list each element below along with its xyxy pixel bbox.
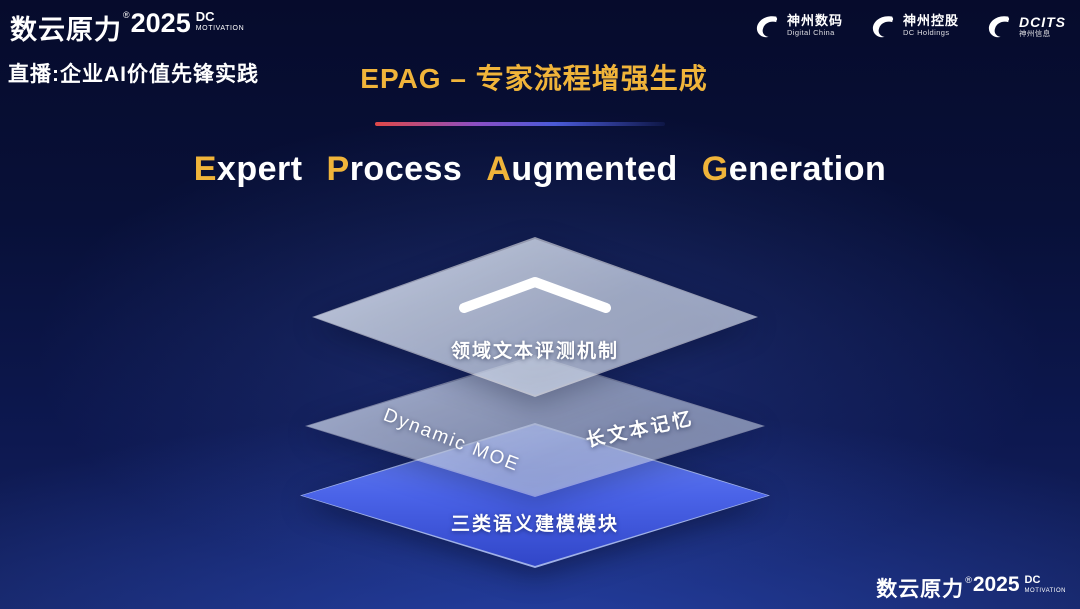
heading-word: Augmented — [486, 150, 678, 188]
chevron-up-icon — [459, 277, 611, 313]
brand-dc-block: DC MOTIVATION — [196, 10, 245, 32]
brand-year: 2025 — [130, 8, 191, 38]
brand-motivation: MOTIVATION — [195, 25, 245, 32]
heading-accent-letter: A — [486, 150, 512, 188]
heading-word-rest: eneration — [728, 150, 887, 188]
brand-logo-bottom-right: 数云原力®2025 DC MOTIVATION — [876, 573, 1066, 603]
heading-accent-letter: E — [193, 150, 217, 188]
top-layer-label: 领域文本评测机制 — [450, 341, 620, 362]
partner-logo-name: 神州控股 — [902, 13, 959, 29]
layer-top-evaluation — [312, 237, 758, 397]
partner-logo-text: 神州数码 Digital China — [786, 13, 843, 38]
brand-dc-block: DC MOTIVATION — [1024, 574, 1066, 595]
heading-accent-letter: G — [701, 150, 729, 188]
partner-logo-dc-holdings: 神州控股 DC Holdings — [869, 12, 959, 40]
heading-word: Process — [327, 150, 463, 188]
partner-logo-text: 神州控股 DC Holdings — [902, 13, 959, 38]
heading-accent-letter: P — [326, 150, 350, 188]
partner-logo-sub: DC Holdings — [902, 28, 950, 38]
partner-logo-sub: 神州信息 — [1019, 28, 1051, 38]
slide-title: EPAG – 专家流程增强生成 — [360, 63, 708, 94]
layer-surface — [314, 239, 756, 395]
swoosh-icon — [756, 16, 778, 38]
heading-word-rest: ugmented — [511, 150, 678, 188]
partner-logo-sub: Digital China — [786, 28, 835, 38]
heading-word-rest: rocess — [349, 150, 463, 188]
heading-word: Generation — [702, 150, 887, 188]
brand-logo-top-left: 数云原力®2025 DC MOTIVATION — [10, 8, 244, 47]
gradient-divider — [375, 122, 665, 126]
live-stream-label: 直播:企业AI价值先锋实践 — [8, 63, 259, 86]
bottom-layer-label: 三类语义建模模块 — [450, 514, 620, 535]
swoosh-icon — [872, 16, 894, 38]
brand-dc: DC — [1024, 574, 1041, 586]
partner-logos: 神州数码 Digital China 神州控股 DC Holdings DCIT… — [753, 12, 1066, 40]
brand-name: 数云原力 — [10, 15, 122, 45]
partner-logo-digital-china: 神州数码 Digital China — [753, 12, 843, 40]
partner-logo-dcits: DCITS 神州信息 — [985, 12, 1066, 40]
registered-mark: ® — [965, 575, 972, 585]
swoosh-icon — [988, 16, 1010, 38]
partner-logo-name: 神州数码 — [786, 13, 843, 29]
brand-year: 2025 — [972, 573, 1020, 596]
heading-word: Expert — [194, 150, 303, 188]
brand-motivation: MOTIVATION — [1024, 588, 1066, 594]
brand-name: 数云原力 — [876, 578, 965, 601]
registered-mark: ® — [123, 10, 130, 20]
brand-dc: DC — [195, 9, 215, 24]
heading-word-rest: xpert — [216, 150, 303, 188]
english-heading: Expert Process Augmented Generation — [0, 150, 1080, 189]
partner-logo-name: DCITS — [1019, 13, 1066, 30]
partner-logo-text: DCITS 神州信息 — [1019, 14, 1066, 39]
